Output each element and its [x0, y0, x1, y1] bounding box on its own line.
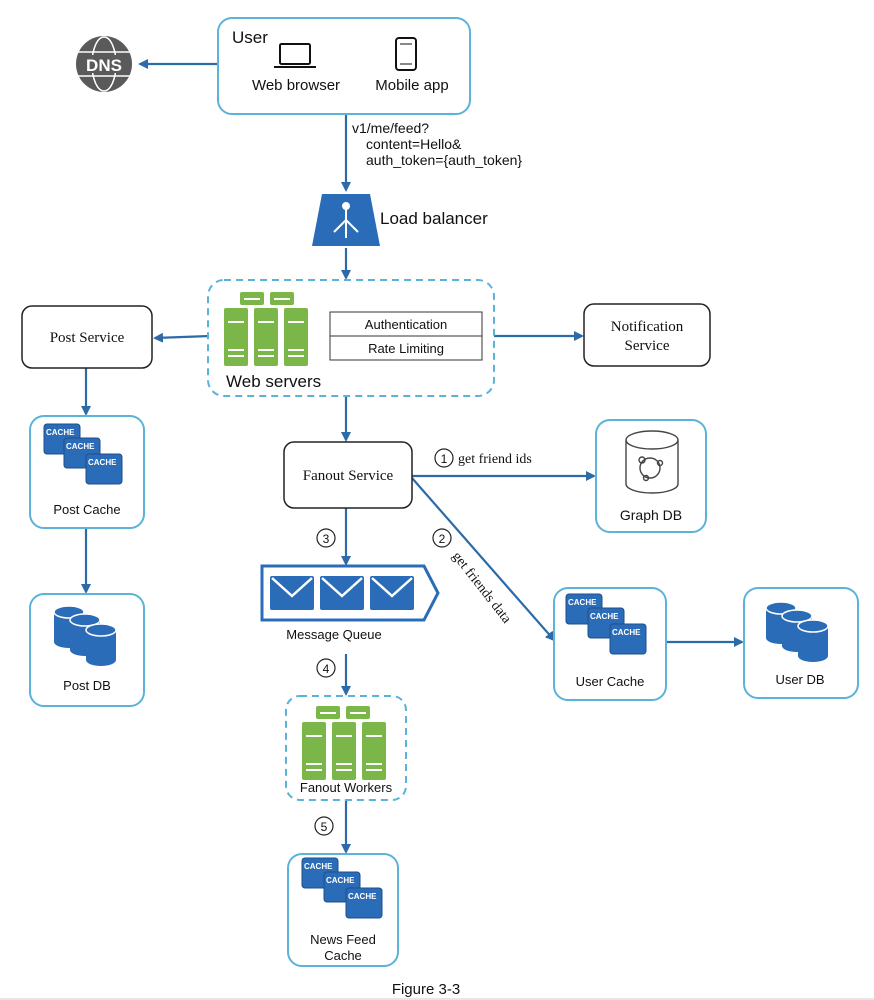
fanout-workers-group: Fanout Workers — [285, 695, 407, 801]
svg-text:CACHE: CACHE — [46, 428, 75, 437]
news-feed-cache-line-1: News Feed — [310, 932, 376, 947]
post-service-box: Post Service — [21, 305, 153, 369]
post-db-box: Post DB — [29, 593, 145, 707]
laptop-icon — [274, 43, 316, 68]
mobile-phone-icon — [395, 37, 417, 71]
web-browser-label: Web browser — [252, 77, 340, 94]
svg-text:get friends data: get friends data — [449, 549, 514, 627]
graph-db-label: Graph DB — [620, 507, 682, 523]
post-cache-label: Post Cache — [53, 502, 120, 517]
arrow-web-to-post — [153, 332, 211, 343]
user-client-box: User Web browser Mobile app — [217, 17, 471, 115]
svg-text:5: 5 — [321, 820, 328, 834]
svg-text:CACHE: CACHE — [66, 442, 95, 451]
svg-text:CACHE: CACHE — [304, 862, 333, 871]
post-cache-box: CACHE CACHE CACHE Post Cache — [29, 415, 145, 529]
svg-text:CACHE: CACHE — [348, 892, 377, 901]
graph-db-box: Graph DB — [595, 419, 707, 533]
news-feed-cache-box: CACHE CACHE CACHE News Feed Cache — [287, 853, 399, 967]
fanout-service-box: Fanout Service — [283, 441, 413, 509]
notification-service-box: Notification Service — [583, 303, 711, 367]
svg-text:CACHE: CACHE — [88, 458, 117, 467]
cache-stack-icon: CACHE CACHE CACHE — [301, 857, 383, 919]
svg-text:1: 1 — [441, 452, 448, 466]
svg-text:CACHE: CACHE — [612, 628, 641, 637]
message-queue-label: Message Queue — [286, 627, 381, 642]
svg-text:2: 2 — [439, 532, 446, 546]
web-servers-label: Web servers — [226, 372, 321, 391]
svg-text:CACHE: CACHE — [568, 598, 597, 607]
cache-stack-icon: CACHE CACHE CACHE — [43, 423, 123, 485]
request-line-2: content=Hello& — [366, 136, 462, 152]
graph-database-icon — [625, 430, 679, 494]
step-1-label: 1 get friend ids — [434, 448, 532, 468]
dns-label: DNS — [86, 56, 122, 75]
request-line-1: v1/me/feed? — [352, 120, 429, 136]
post-service-label: Post Service — [50, 330, 125, 346]
user-db-box: User DB — [743, 587, 859, 699]
svg-text:CACHE: CACHE — [326, 876, 355, 885]
user-db-label: User DB — [775, 672, 824, 687]
web-servers-group: Authentication Rate Limiting Web servers — [207, 279, 495, 397]
load-balancer-label: Load balancer — [380, 209, 488, 228]
message-queue-icon — [260, 564, 440, 622]
svg-text:4: 4 — [323, 662, 330, 676]
post-db-label: Post DB — [63, 678, 111, 693]
user-cache-box: CACHE CACHE CACHE User Cache — [553, 587, 667, 701]
step-2-label: 2 get friends data — [432, 528, 514, 627]
envelope-icon — [270, 576, 414, 610]
news-feed-cache-line-2: Cache — [324, 948, 362, 963]
step-3-label: 3 — [316, 528, 336, 548]
rate-limiting-label: Rate Limiting — [368, 341, 444, 356]
notification-line-2: Service — [625, 338, 670, 354]
user-cache-label: User Cache — [576, 674, 645, 689]
mobile-app-label: Mobile app — [375, 77, 448, 94]
notification-line-1: Notification — [611, 319, 684, 335]
fanout-service-label: Fanout Service — [303, 468, 394, 484]
authentication-label: Authentication — [365, 317, 447, 332]
fanout-workers-label: Fanout Workers — [300, 780, 393, 795]
dns-globe-icon: DNS — [76, 36, 132, 92]
arrow-fanout-to-usercache — [411, 477, 556, 642]
load-balancer-icon — [312, 194, 380, 246]
user-title: User — [232, 28, 268, 47]
request-line-3: auth_token={auth_token} — [366, 152, 522, 168]
connectors — [81, 59, 744, 854]
svg-text:CACHE: CACHE — [590, 612, 619, 621]
step-5-label: 5 — [314, 816, 334, 836]
request-url-text: v1/me/feed? content=Hello& auth_token={a… — [352, 120, 522, 168]
svg-text:3: 3 — [323, 532, 330, 546]
figure-caption: Figure 3-3 — [392, 981, 460, 998]
cache-stack-icon: CACHE CACHE CACHE — [565, 593, 647, 655]
svg-text:get friend ids: get friend ids — [458, 452, 532, 467]
step-4-label: 4 — [316, 658, 336, 678]
